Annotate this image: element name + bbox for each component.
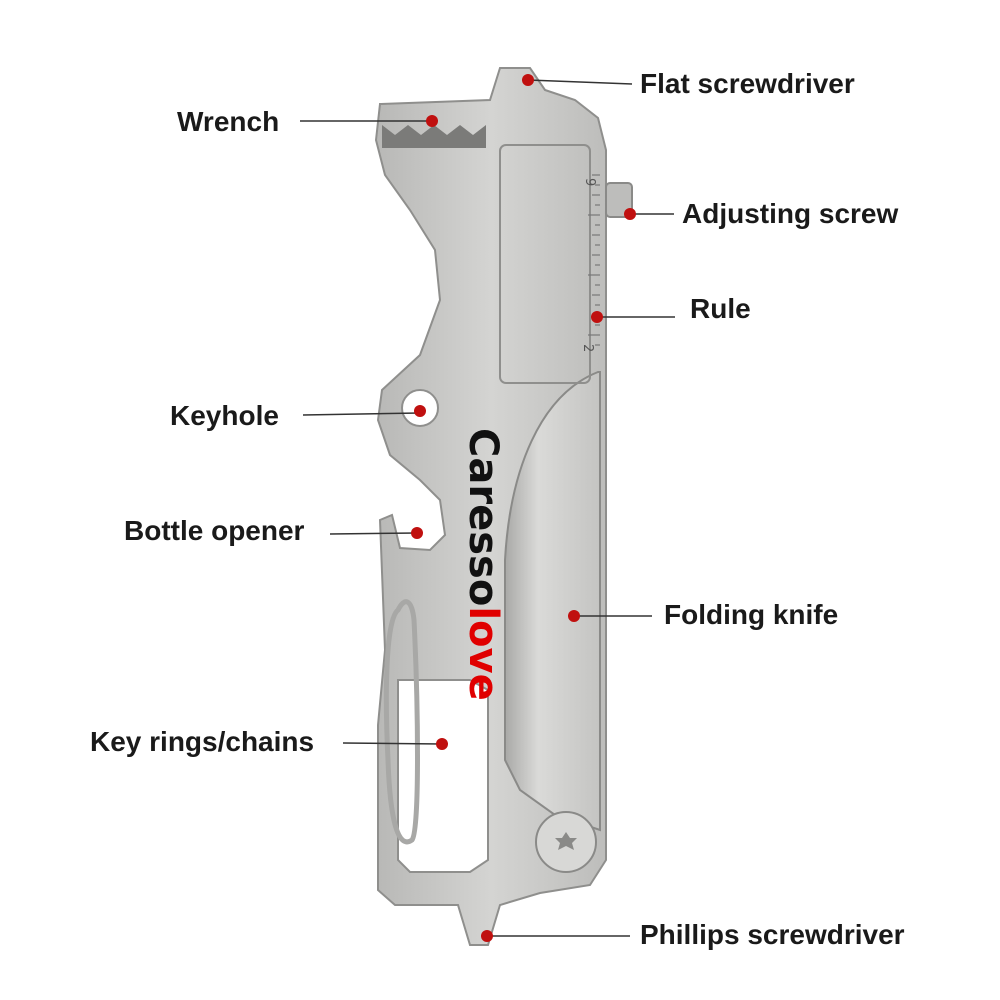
ruler-scale <box>588 174 600 346</box>
keyring-slot <box>397 679 489 873</box>
brand-part2: love <box>460 606 506 700</box>
wrench-teeth <box>382 125 486 148</box>
wrench-slot <box>499 144 591 384</box>
label-key-rings: Key rings/chains <box>90 726 314 757</box>
label-flat-screwdriver: Flat screwdriver <box>640 68 855 99</box>
label-wrench: Wrench <box>177 106 279 137</box>
label-keyhole: Keyhole <box>170 400 279 431</box>
tool-body: 9 2 <box>374 67 633 946</box>
label-phillips-screwdriver: Phillips screwdriver <box>640 919 905 950</box>
label-adjusting-screw: Adjusting screw <box>682 198 898 229</box>
adjusting-screw-knob <box>605 182 633 218</box>
label-rule: Rule <box>690 293 751 324</box>
ruler-number-top: 9 <box>582 178 597 186</box>
brand-wordmark: Caressolove <box>460 428 506 701</box>
folding-knife-blade <box>504 371 601 832</box>
markers <box>411 74 636 942</box>
ruler-number-bottom: 2 <box>580 344 595 352</box>
label-bottle-opener: Bottle opener <box>124 515 305 546</box>
key-ring-wire <box>383 599 420 845</box>
label-folding-knife: Folding knife <box>664 599 838 630</box>
leader-lines <box>300 79 675 937</box>
brand-part1: Caresso <box>460 428 506 606</box>
